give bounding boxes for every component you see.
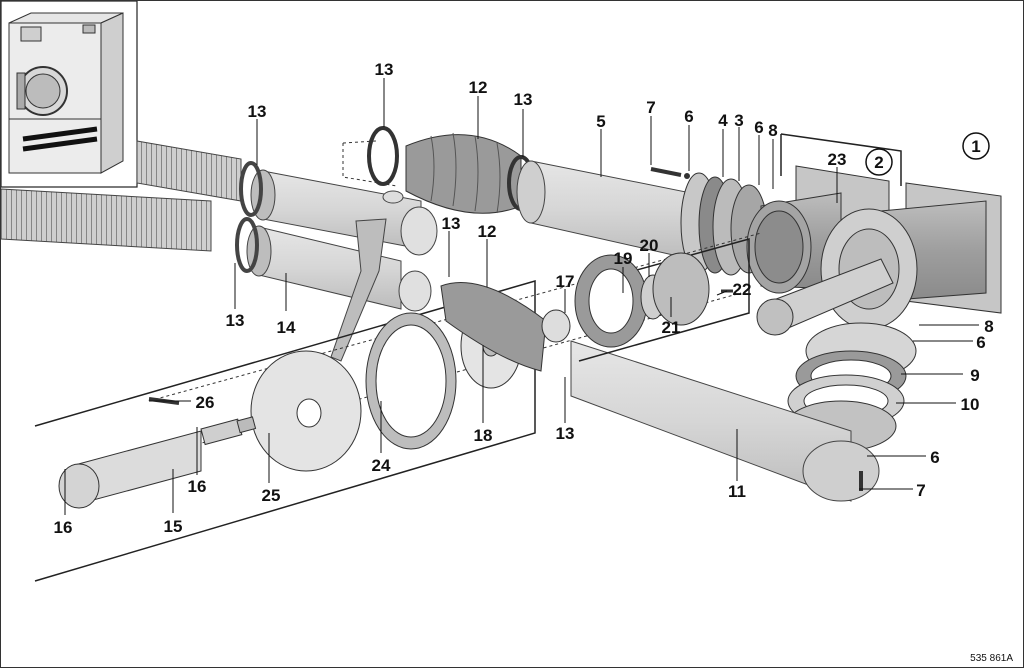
- callout-8: 8: [768, 121, 777, 140]
- callout-13: 13: [375, 60, 394, 79]
- pipe-11: [570, 340, 880, 502]
- callout-20: 20: [640, 236, 659, 255]
- callout-11: 11: [728, 482, 746, 501]
- callout-18: 18: [474, 426, 493, 445]
- callout-26: 26: [196, 393, 215, 412]
- callout-12: 12: [469, 78, 488, 97]
- callout-16: 16: [188, 477, 207, 496]
- callout-10: 10: [961, 395, 980, 414]
- bellows-upper: [367, 126, 535, 214]
- callout-labels: 13 13 13 13 13 13 12 12 5 7 6 4 3 6 8 23…: [54, 60, 1014, 664]
- callout-15: 15: [164, 517, 183, 536]
- corrugated-hoses: [1, 140, 242, 252]
- callout-5: 5: [596, 112, 605, 131]
- callout-25: 25: [262, 486, 281, 505]
- cylinder-15: [58, 416, 257, 509]
- callout-13: 13: [248, 102, 267, 121]
- callout-8: 8: [984, 317, 993, 336]
- pipe-5: [516, 160, 692, 260]
- left-pipes: [235, 161, 438, 362]
- callout-13: 13: [442, 214, 461, 233]
- callout-6: 6: [930, 448, 939, 467]
- plates-24-25-18: [250, 282, 571, 472]
- callout-4: 4: [718, 111, 728, 130]
- callout-16: 16: [54, 518, 73, 537]
- callout-19: 19: [614, 249, 633, 268]
- callout-13: 13: [556, 424, 575, 443]
- callout-13: 13: [514, 90, 533, 109]
- callout-6: 6: [976, 333, 985, 352]
- rings-19-20-21: [574, 252, 710, 348]
- callout-23: 23: [828, 150, 847, 169]
- callout-3: 3: [734, 111, 743, 130]
- callout-6: 6: [684, 107, 693, 126]
- callout-6: 6: [754, 118, 763, 137]
- callout-13: 13: [226, 311, 245, 330]
- rings-9-10: [785, 322, 917, 452]
- circled-callout-2: 2: [874, 153, 883, 172]
- callout-9: 9: [970, 366, 979, 385]
- callout-14: 14: [277, 318, 296, 337]
- assembly-1: [756, 182, 1002, 336]
- circled-callout-1: 1: [971, 137, 980, 156]
- callout-24: 24: [372, 456, 391, 475]
- reference-code: 535 861A: [970, 653, 1013, 664]
- callout-22: 22: [733, 280, 752, 299]
- machine-inset: [1, 1, 138, 188]
- callout-7: 7: [646, 98, 655, 117]
- callout-17: 17: [556, 272, 575, 291]
- callout-12: 12: [478, 222, 497, 241]
- callout-7: 7: [916, 481, 925, 500]
- callout-21: 21: [662, 318, 681, 337]
- leader-lines: [64, 78, 979, 515]
